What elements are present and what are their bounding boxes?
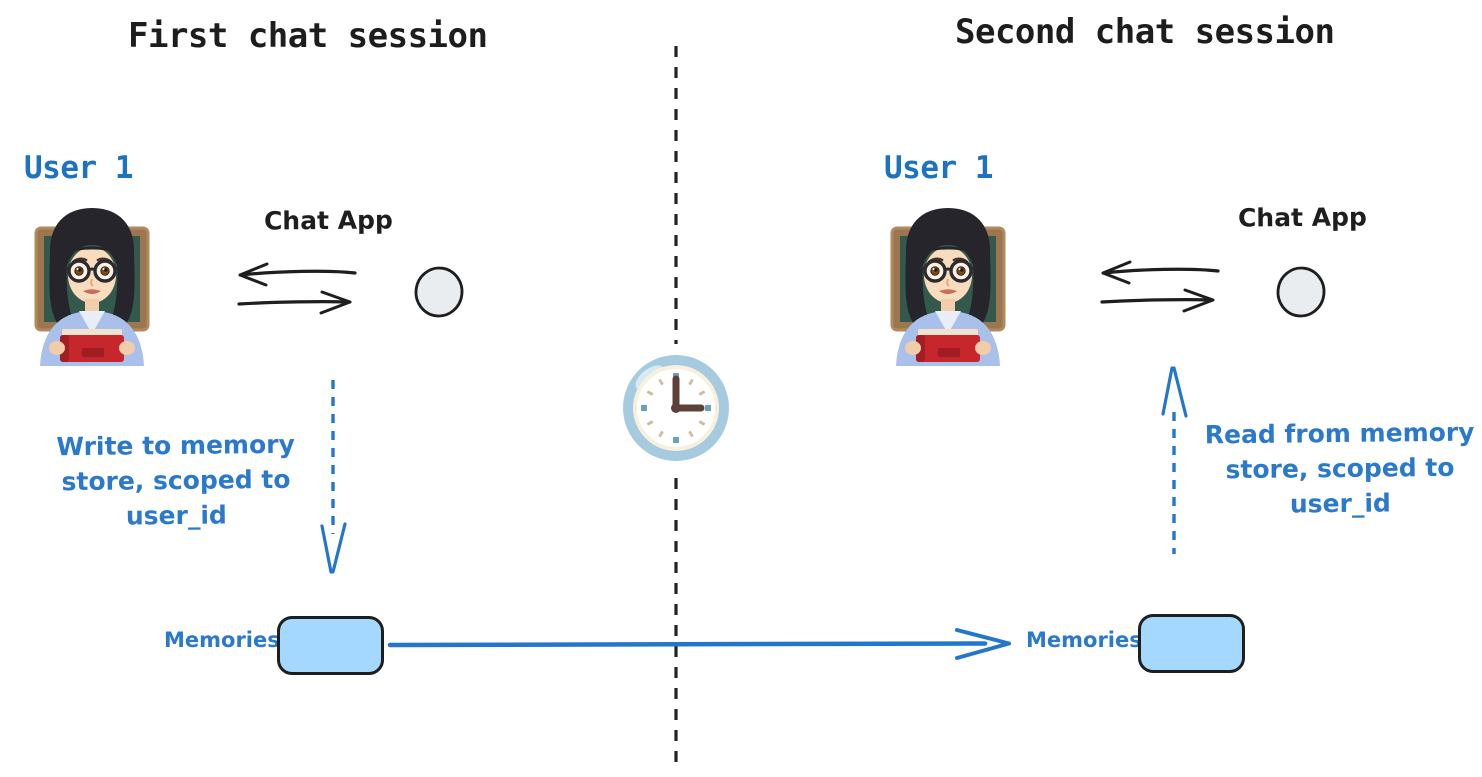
user-label: User 1 [24, 150, 133, 186]
memory-store-box [277, 616, 384, 675]
session-divider-dashed-line [674, 46, 678, 766]
woman-teacher-emoji [868, 198, 1028, 366]
user-chat-arrows-icon [233, 262, 358, 317]
note-line: Read from memory [1204, 417, 1475, 450]
read-from-memory-arrow [1161, 366, 1188, 554]
chat-app-node [1274, 265, 1328, 319]
woman-teacher-emoji [12, 198, 172, 366]
memory-transfer-arrow [387, 628, 1011, 660]
user-chat-arrows-icon [1096, 260, 1221, 315]
note-line: store, scoped to [1225, 452, 1455, 485]
clock-icon [621, 353, 731, 463]
write-memory-note: Write to memory store, scoped to user_id [37, 427, 314, 535]
chat-app-node [412, 265, 466, 319]
first-session-title: First chat session [128, 16, 488, 56]
user-label: User 1 [884, 150, 993, 186]
note-line: user_id [1289, 488, 1391, 519]
note-line: Write to memory [56, 429, 295, 462]
note-line: user_id [125, 500, 227, 531]
memories-label: Memories [1026, 628, 1142, 652]
second-session-title: Second chat session [955, 12, 1335, 52]
memory-store-box [1138, 614, 1245, 673]
memories-label: Memories [164, 628, 280, 652]
chat-app-label: Chat App [1237, 202, 1367, 233]
read-memory-note: Read from memory store, scoped to user_i… [1203, 415, 1476, 523]
chat-app-label: Chat App [263, 205, 393, 236]
note-line: store, scoped to [61, 464, 291, 497]
write-to-memory-arrow [320, 380, 347, 574]
